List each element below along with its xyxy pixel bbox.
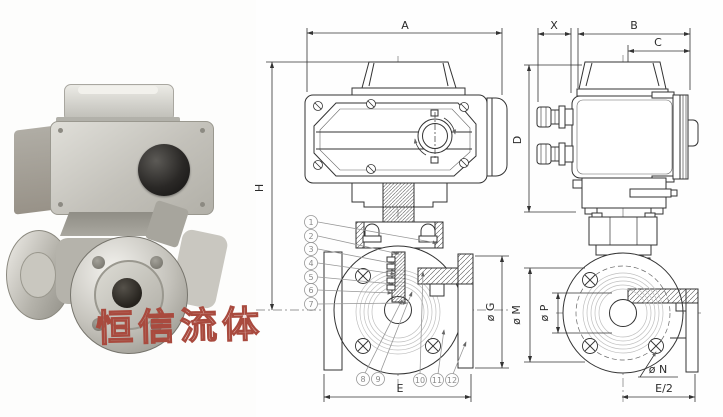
screw-icon xyxy=(313,99,469,174)
dim-label-B: B xyxy=(630,19,638,32)
callout-balloon: 1 2 3 4 5 6 7 8 9 10 11 12 xyxy=(304,215,459,387)
dim-label-D: D xyxy=(511,136,524,144)
cable-gland xyxy=(536,142,574,166)
side-view-valve xyxy=(562,252,699,374)
side-view-actuator xyxy=(536,61,699,215)
callout-12: 12 xyxy=(447,376,457,385)
callout-4: 4 xyxy=(308,259,313,268)
dim-label-A: A xyxy=(401,19,409,32)
callout-11: 11 xyxy=(432,376,442,385)
watermark-text: 恒信流体 xyxy=(95,302,265,351)
front-view: A H E ø G xyxy=(253,19,510,402)
callout-3: 3 xyxy=(308,245,313,254)
dim-label-P: ø P xyxy=(538,304,551,321)
front-view-dimensions xyxy=(266,28,509,402)
flange-bolt-holes xyxy=(355,268,441,354)
callout-7: 7 xyxy=(308,300,313,309)
callout-9: 9 xyxy=(375,375,380,384)
flange-bolt-hole xyxy=(92,318,105,331)
dim-label-X: X xyxy=(550,19,558,32)
screw-dot xyxy=(58,128,63,133)
dim-label-M: ø M xyxy=(510,305,523,325)
cable-gland xyxy=(536,105,574,129)
callout-10: 10 xyxy=(415,376,425,385)
screw-dot xyxy=(58,202,63,207)
callout-8: 8 xyxy=(360,375,365,384)
valve-bore xyxy=(112,278,142,308)
dim-label-H: H xyxy=(253,184,266,192)
actuator-round-cover xyxy=(138,144,190,196)
front-view-actuator xyxy=(304,61,508,184)
callout-1: 1 xyxy=(308,218,313,227)
dim-label-G: ø G xyxy=(484,303,497,322)
actuator-top-cap-highlight xyxy=(78,86,158,94)
screw-dot xyxy=(200,128,205,133)
part-callouts: 1 2 3 4 5 6 7 8 9 10 11 12 xyxy=(304,215,467,387)
front-view-valve xyxy=(323,245,474,375)
dim-label-E: E xyxy=(397,382,404,395)
side-view: X B C D ø M ø P ø N E/2 xyxy=(510,19,704,402)
product-photo: 恒信流体 xyxy=(0,0,265,417)
callout-5: 5 xyxy=(308,273,313,282)
dim-label-E-half: E/2 xyxy=(655,382,673,395)
flange-bolt-hole xyxy=(150,318,163,331)
flange-bolt-holes xyxy=(582,272,664,354)
screw-dot xyxy=(200,202,205,207)
dim-label-C: C xyxy=(654,36,662,49)
valve-left-flange-hub xyxy=(20,252,56,298)
side-view-dimensions xyxy=(524,28,696,402)
callout-2: 2 xyxy=(308,232,313,241)
front-view-stem-assembly xyxy=(351,182,448,263)
dim-label-N: ø N xyxy=(649,363,667,376)
ball-sphere-lines xyxy=(582,272,664,354)
flange-bolt-hole xyxy=(92,256,105,269)
flange-bolt-hole xyxy=(150,256,163,269)
position-indicator-window xyxy=(413,109,457,164)
callout-6: 6 xyxy=(308,286,313,295)
